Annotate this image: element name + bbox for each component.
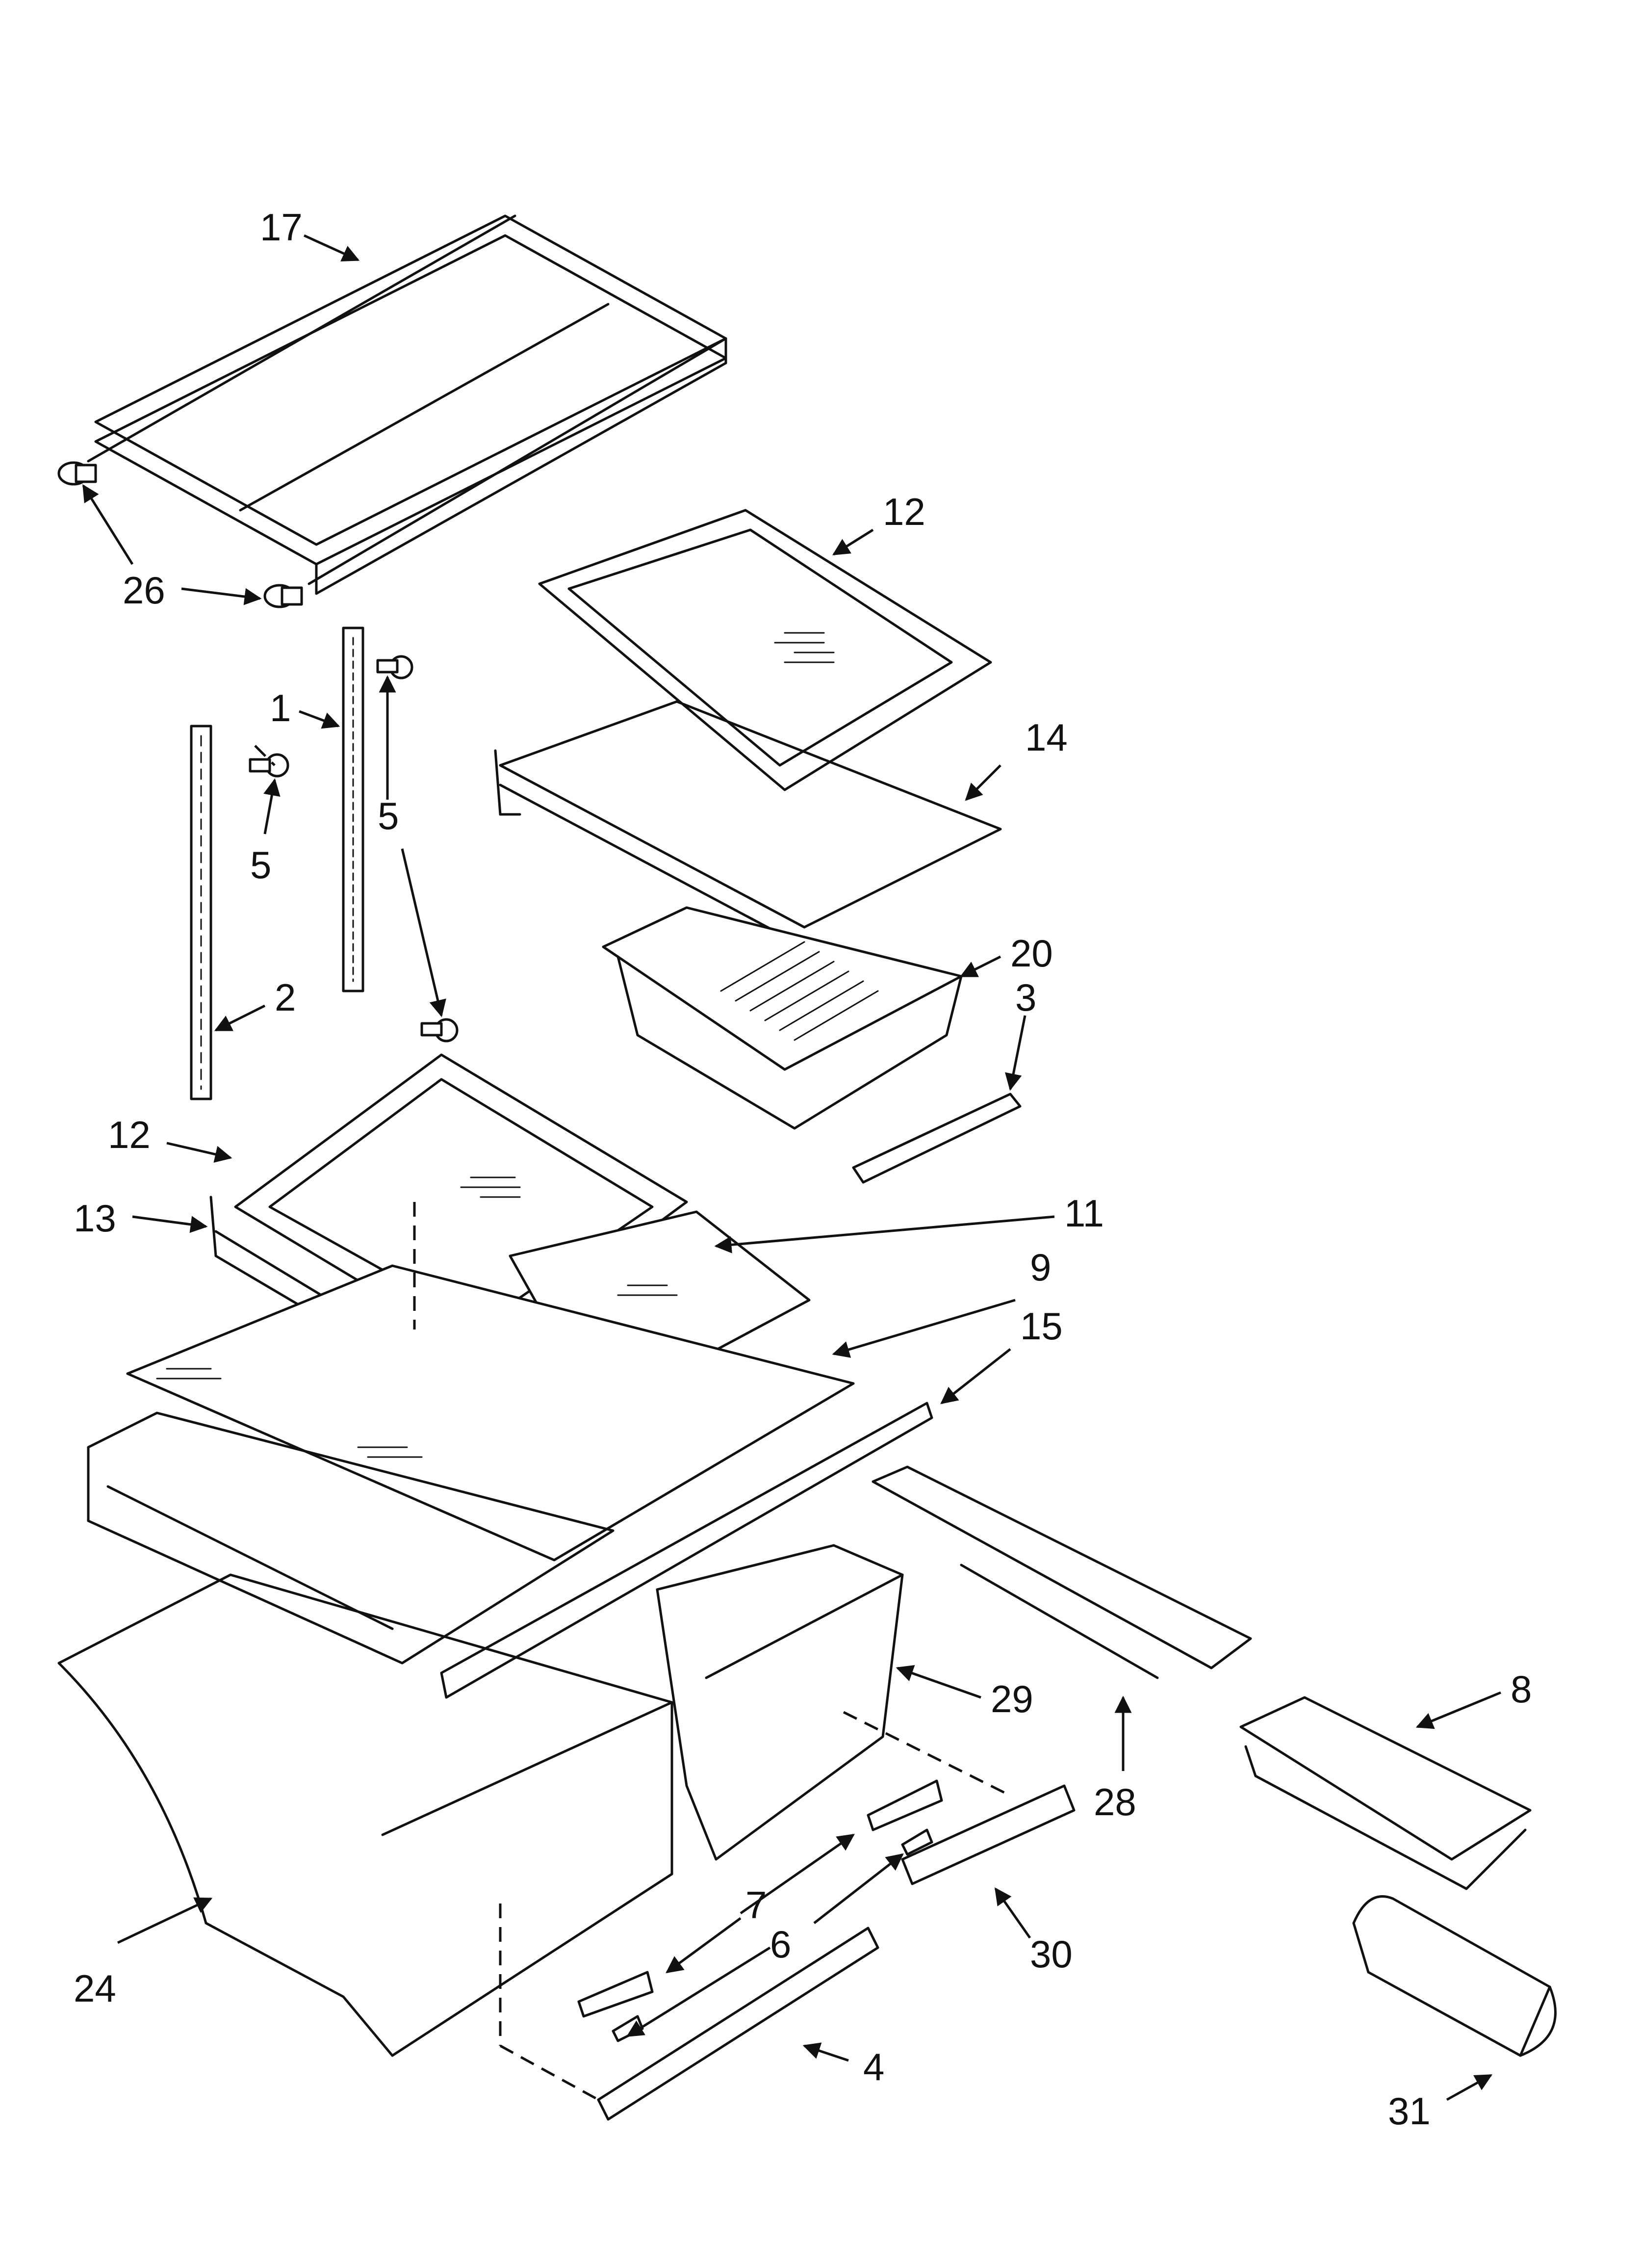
- rail-28: [872, 1465, 1252, 1679]
- shelf-rail-1: [342, 626, 364, 992]
- callout-14: 14: [1025, 716, 1068, 759]
- callout-31: 31: [1388, 2089, 1431, 2133]
- shelf-frame-14: [494, 700, 1002, 948]
- callout-9: 9: [1030, 1246, 1051, 1289]
- crisper-cover-frame: [87, 1411, 615, 1665]
- ice-tray-8: [1239, 1696, 1532, 1890]
- screw-5: [249, 655, 459, 1043]
- trim-strip-15: [440, 1402, 933, 1699]
- callout-5-right: 5: [378, 794, 399, 837]
- callout-24: 24: [74, 1967, 116, 2010]
- callout-26: 26: [123, 569, 165, 612]
- glass-shelf-9: [126, 1264, 855, 1562]
- callout-8: 8: [1511, 1668, 1532, 1711]
- callout-17: 17: [260, 206, 303, 249]
- trim-4: [597, 1927, 879, 2121]
- callout-12-upper: 12: [883, 490, 925, 533]
- wire-shelf-17: [87, 214, 727, 595]
- callout-4: 4: [863, 2045, 884, 2088]
- callout-15: 15: [1020, 1304, 1063, 1348]
- callout-1: 1: [270, 686, 291, 730]
- clip-7: [577, 1779, 943, 2018]
- callout-5-left: 5: [250, 843, 271, 886]
- callout-6: 6: [770, 1923, 791, 1966]
- callout-7: 7: [745, 1883, 767, 1927]
- trim-strip-3: [852, 1093, 1022, 1184]
- callout-20: 20: [1010, 932, 1053, 975]
- callout-29: 29: [991, 1677, 1033, 1721]
- callout-3: 3: [1015, 976, 1036, 1019]
- leader-lines: [82, 234, 1501, 2101]
- callout-labels: 17 26 12 1 14 5 5 20 3 2 12 13 11 9 15 2…: [74, 206, 1532, 2133]
- crisper-bin-24: [57, 1573, 673, 2057]
- callout-13: 13: [74, 1197, 116, 1240]
- callout-2: 2: [275, 976, 296, 1019]
- bin-31: [1352, 1895, 1557, 2057]
- trim-30: [901, 1784, 1076, 1885]
- glass-shelf-12-upper: [538, 509, 992, 791]
- shelf-peg-26: [57, 461, 303, 608]
- crisper-bin-29: [656, 1544, 904, 1861]
- callout-12-lower: 12: [108, 1113, 151, 1156]
- alignment-lines: [254, 745, 1011, 2101]
- crisper-drawer-20: [602, 906, 963, 1130]
- callout-11: 11: [1064, 1192, 1104, 1235]
- callout-30: 30: [1030, 1932, 1073, 1976]
- shelf-rail-2: [190, 725, 212, 1100]
- callout-28: 28: [1094, 1780, 1136, 1824]
